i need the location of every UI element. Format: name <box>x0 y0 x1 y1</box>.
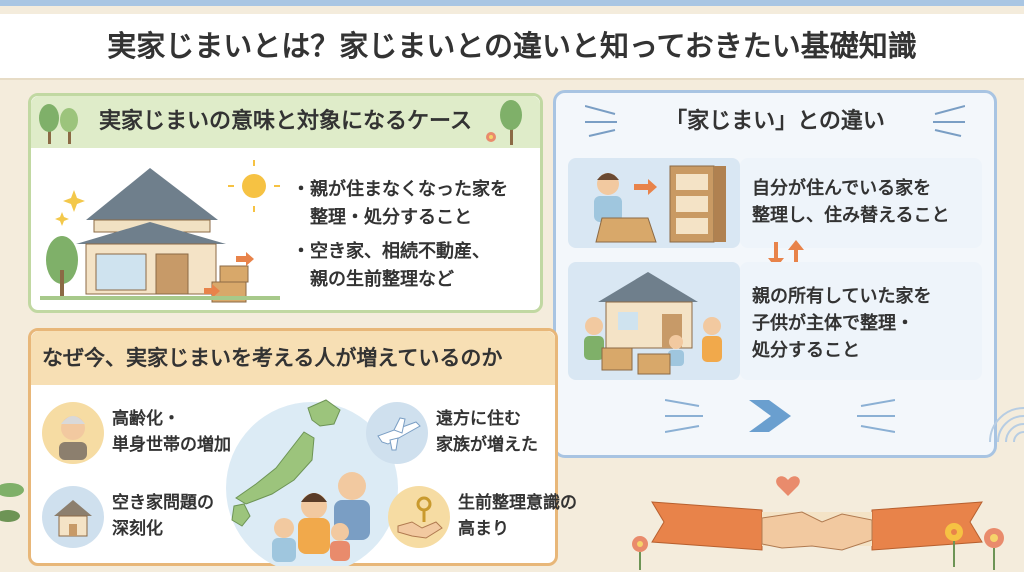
reason-1-line-2: 単身世帯の増加 <box>112 435 231 455</box>
forward-arrow-icon <box>665 399 895 433</box>
family-home-line-1: 親の所有していた家を <box>752 286 932 307</box>
reason-3-line-2: 深刻化 <box>112 519 163 539</box>
handshake-ribbon-illustration <box>632 476 1004 570</box>
top-accent-bar <box>0 0 1024 6</box>
title-banner <box>0 14 1024 80</box>
reason-2-line-1: 遠方に住む <box>436 409 521 429</box>
elderly-person-icon <box>59 416 87 460</box>
airplane-icon <box>377 417 421 451</box>
emphasis-lines-icon <box>585 105 965 137</box>
meaning-bullet-2: ・空き家、相続不動産、 <box>292 241 490 262</box>
reason-3-line-1: 空き家問題の <box>112 493 214 513</box>
house-closing-line-1: 自分が住んでいる家を <box>752 178 932 199</box>
reason-4-line-1: 生前整理意識の <box>458 493 577 513</box>
family-house-illustration <box>40 160 280 303</box>
japan-map-family-illustration <box>226 399 398 566</box>
reasons-card-header <box>31 331 555 385</box>
house-closing-text-panel <box>740 158 982 248</box>
handshake-key-icon <box>397 496 443 539</box>
house-icon <box>54 500 92 537</box>
wave-pattern-icon <box>989 407 1024 442</box>
reason-4-line-2: 高まり <box>458 519 509 539</box>
family-home-text-panel <box>740 262 982 380</box>
house-closing-line-2: 整理し、住み替えること <box>752 205 950 226</box>
meaning-card-header <box>31 96 540 148</box>
family-clearing-illustration <box>584 272 722 375</box>
meaning-heading: 実家じまいの意味と対象になるケース <box>99 109 472 134</box>
family-home-line-2: 子供が主体で整理・ <box>752 313 914 334</box>
reason-1-line-1: 高齢化・ <box>112 409 180 429</box>
reason-4-icon-bg <box>388 486 450 548</box>
family-home-line-3: 処分すること <box>752 340 860 361</box>
swap-arrows-icon <box>768 240 804 268</box>
reason-2-line-2: 家族が増えた <box>436 435 538 455</box>
reasons-heading: なぜ今、実家じまいを考える人が増えているのか <box>42 346 503 370</box>
pine-branch-icon <box>0 483 24 522</box>
meaning-bullet-2-cont: 親の生前整理など <box>310 269 454 290</box>
meaning-bullet-1: ・親が住まなくなった家を <box>292 179 508 200</box>
tree-flower-icon <box>486 100 522 145</box>
trees-icon <box>39 104 78 144</box>
meaning-bullet-1-cont: 整理・処分すること <box>310 207 472 228</box>
moving-person-illustration <box>594 165 726 243</box>
difference-heading: 「家じまい」との違い <box>665 109 885 134</box>
page-title: 実家じまいとは？家じまいとの違いと知っておきたい基礎知識 <box>107 29 917 63</box>
